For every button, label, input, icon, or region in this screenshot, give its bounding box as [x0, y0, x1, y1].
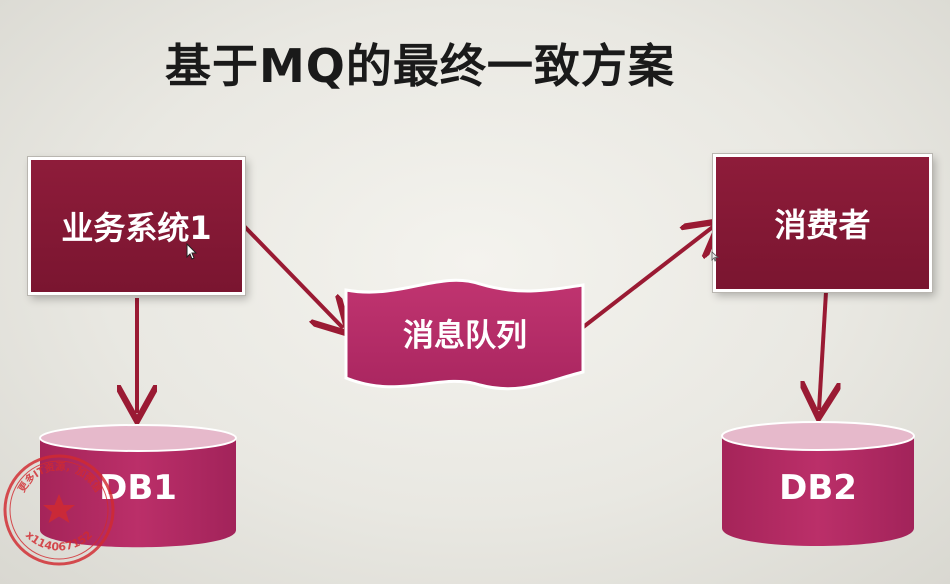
star-icon	[43, 494, 75, 523]
small-cursor-icon	[711, 251, 719, 262]
stamp-bottom-text: x114067152	[23, 528, 95, 553]
queue-label: 消息队列	[403, 318, 527, 354]
arrow-queue-to-consumer	[580, 226, 714, 330]
svg-text:x114067152: x114067152	[23, 528, 95, 553]
db2-label: DB2	[779, 468, 857, 508]
arrow-consumer-to-db2	[819, 291, 826, 410]
consumer-label: 消费者	[774, 206, 871, 244]
consumer-box: 消费者	[713, 154, 932, 292]
slide-title: 基于MQ的最终一致方案	[165, 39, 675, 93]
arrow-system-to-queue	[242, 224, 343, 328]
watermark-stamp: 更多IT资源，加微信 x114067152	[3, 454, 115, 566]
business-system-label: 业务系统1	[61, 209, 212, 247]
mouse-cursor-icon	[186, 243, 198, 260]
db2-cylinder	[721, 421, 915, 546]
queue-shape	[344, 278, 585, 391]
business-system-box: 业务系统1	[28, 157, 245, 295]
